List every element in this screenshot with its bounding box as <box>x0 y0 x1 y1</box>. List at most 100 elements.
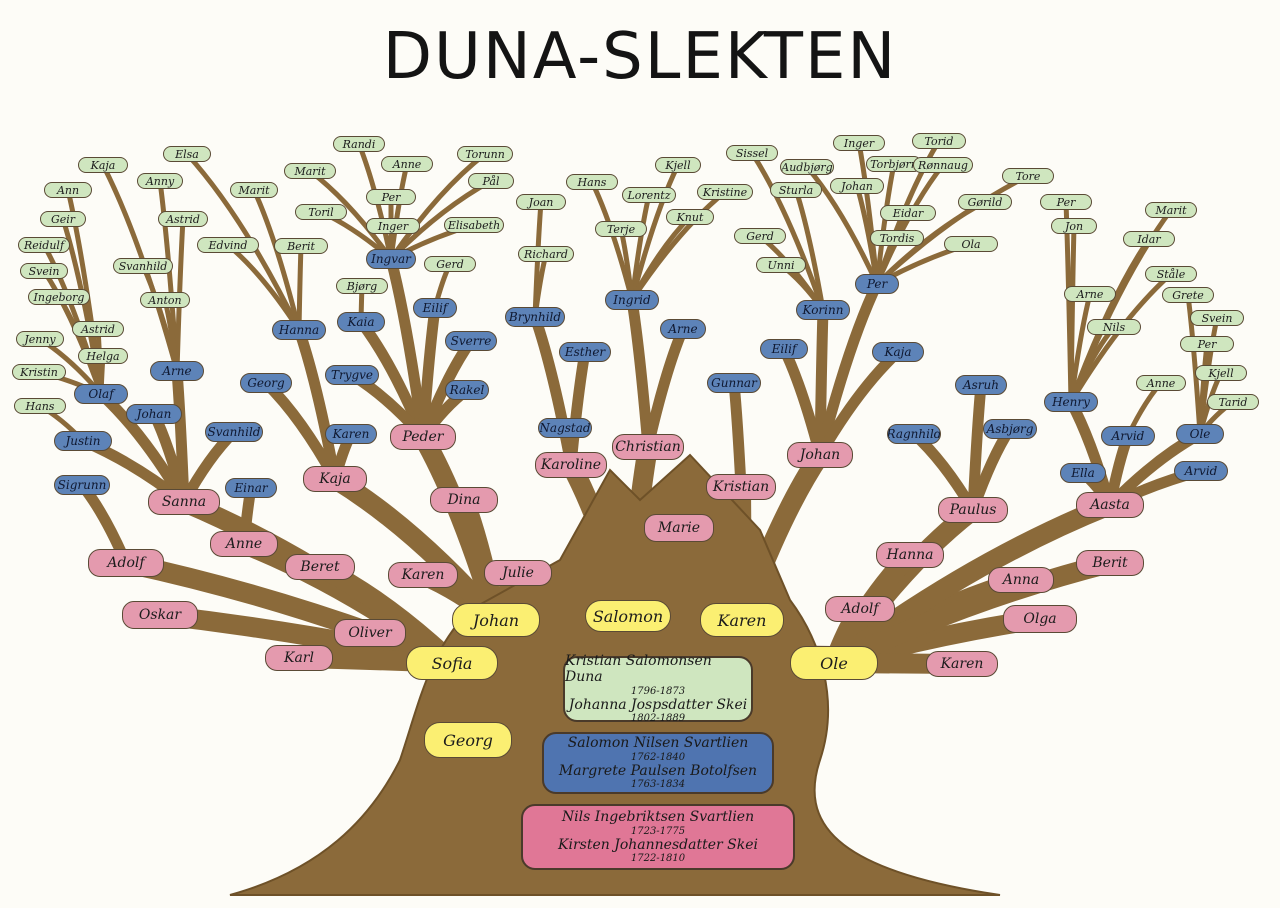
name-node-great-great-grandchild: Torunn <box>457 146 513 162</box>
name-node-great-great-grandchild: Kjell <box>1195 365 1247 381</box>
name-node-great-great-grandchild: Elsa <box>163 146 211 162</box>
name-node-great-grandchild: Brynhild <box>505 307 565 327</box>
branch <box>856 140 880 287</box>
name-node-great-great-grandchild: Nils <box>1087 319 1141 335</box>
name-node-great-great-grandchild: Bjørg <box>336 278 388 294</box>
branch <box>171 365 190 508</box>
ancestor-box-gen3: Nils Ingebriktsen Svartlien 1723-1775 Ki… <box>521 804 795 870</box>
name-node-child: Salomon <box>585 600 671 632</box>
name-node-great-great-grandchild: Tarid <box>1207 394 1259 410</box>
ancestor-name: Nils Ingebriktsen Svartlien <box>561 809 755 826</box>
name-node-great-grandchild: Kaja <box>872 342 924 362</box>
ancestor-years: 1723-1775 <box>630 825 686 837</box>
name-node-great-great-grandchild: Kristine <box>697 184 753 200</box>
name-node-child: Johan <box>452 603 540 637</box>
name-node-great-grandchild: Gunnar <box>707 373 761 393</box>
name-node-great-grandchild: Ingrid <box>605 290 659 310</box>
name-node-great-great-grandchild: Sturla <box>770 182 822 198</box>
name-node-great-great-grandchild: Svein <box>1190 310 1244 326</box>
name-node-great-great-grandchild: Edvind <box>197 237 259 253</box>
name-node-great-great-grandchild: Inger <box>833 135 885 151</box>
name-node-grandchild: Berit <box>1076 550 1144 576</box>
ancestor-years: 1722-1810 <box>630 853 686 865</box>
name-node-great-great-grandchild: Knut <box>666 209 714 225</box>
ancestor-years: 1762-1840 <box>630 751 686 763</box>
name-node-great-great-grandchild: Richard <box>518 246 574 262</box>
name-node-child: Ole <box>790 646 878 680</box>
name-node-great-grandchild: Nagstad <box>538 418 592 438</box>
name-node-great-grandchild: Arne <box>660 319 706 339</box>
name-node-great-grandchild: Sverre <box>445 331 497 351</box>
name-node-grandchild: Kaja <box>303 466 367 492</box>
branch <box>1068 291 1093 405</box>
name-node-grandchild: Christian <box>612 434 684 460</box>
ancestor-name: Johanna Jospsdatter Skei <box>568 697 748 714</box>
name-node-great-great-grandchild: Grete <box>1162 287 1214 303</box>
name-node-child: Karen <box>700 603 784 637</box>
name-node-great-grandchild: Per <box>855 274 899 294</box>
name-node-great-grandchild: Asruh <box>955 375 1007 395</box>
name-node-great-great-grandchild: Randi <box>333 136 385 152</box>
name-node-great-great-grandchild: Per <box>366 189 416 205</box>
name-node-great-great-grandchild: Anny <box>137 173 183 189</box>
ancestor-years: 1763-1834 <box>630 779 686 791</box>
name-node-grandchild: Oskar <box>122 601 198 629</box>
name-node-great-great-grandchild: Rønnaug <box>913 157 973 173</box>
name-node-great-great-grandchild: Ingeborg <box>28 289 90 305</box>
name-node-great-great-grandchild: Idar <box>1123 231 1175 247</box>
name-node-great-grandchild: Asbjørg <box>983 419 1037 439</box>
name-node-great-great-grandchild: Terje <box>595 221 647 237</box>
branch <box>793 187 826 313</box>
name-node-great-grandchild: Ole <box>1176 424 1224 444</box>
name-node-great-great-grandchild: Tordis <box>870 230 924 246</box>
name-node-grandchild: Marie <box>644 514 714 542</box>
branch <box>804 164 880 287</box>
branch <box>296 243 304 333</box>
name-node-great-great-grandchild: Astrid <box>72 321 124 337</box>
name-node-great-great-grandchild: Hans <box>14 398 66 414</box>
ancestor-box-gen1: Kristian Salomonsen Duna 1796-1873 Johan… <box>563 653 753 725</box>
name-node-great-grandchild: Svanhild <box>205 422 263 442</box>
name-node-great-great-grandchild: Marit <box>1145 202 1197 218</box>
name-node-great-great-grandchild: Svanhild <box>113 258 173 274</box>
name-node-great-great-grandchild: Inger <box>366 218 420 234</box>
branch <box>388 151 488 262</box>
name-node-great-great-grandchild: Jenny <box>16 331 64 347</box>
name-node-great-great-grandchild: Jon <box>1051 218 1097 234</box>
name-node-great-great-grandchild: Per <box>1180 336 1234 352</box>
name-node-great-great-grandchild: Helga <box>78 348 128 364</box>
branch <box>728 377 747 493</box>
name-node-grandchild: Karoline <box>535 452 607 478</box>
name-node-great-great-grandchild: Anton <box>140 292 190 308</box>
branch <box>293 324 341 485</box>
name-node-great-great-grandchild: Geir <box>40 211 86 227</box>
name-node-great-grandchild: Olaf <box>74 384 128 404</box>
name-node-great-great-grandchild: Pål <box>468 173 514 189</box>
name-node-great-grandchild: Einar <box>225 478 277 498</box>
name-node-grandchild: Johan <box>787 442 853 468</box>
branch <box>749 150 826 313</box>
name-node-grandchild: Aasta <box>1076 492 1144 518</box>
name-node-great-grandchild: Korinn <box>796 300 850 320</box>
name-node-great-great-grandchild: Joan <box>516 194 566 210</box>
branch <box>184 151 302 333</box>
name-node-grandchild: Peder <box>390 424 456 450</box>
name-node-great-great-grandchild: Unni <box>756 257 806 273</box>
name-node-grandchild: Dina <box>430 487 498 513</box>
branch <box>626 294 654 453</box>
name-node-great-great-grandchild: Reidulf <box>18 237 70 253</box>
branch <box>1185 292 1203 437</box>
branch <box>824 553 1120 673</box>
name-node-grandchild: Anne <box>210 531 278 557</box>
name-node-great-great-grandchild: Anne <box>381 156 433 172</box>
name-node-great-great-grandchild: Lorentz <box>622 187 676 203</box>
name-node-grandchild: Adolf <box>88 549 164 577</box>
name-node-great-great-grandchild: Kristin <box>12 364 66 380</box>
name-node-great-grandchild: Ella <box>1060 463 1106 483</box>
name-node-child: Sofia <box>406 646 498 680</box>
name-node-child: Georg <box>424 722 512 758</box>
name-node-grandchild: Paulus <box>938 497 1008 523</box>
name-node-grandchild: Hanna <box>876 542 944 568</box>
name-node-great-grandchild: Eilif <box>413 298 457 318</box>
ancestor-years: 1802-1889 <box>630 713 686 725</box>
